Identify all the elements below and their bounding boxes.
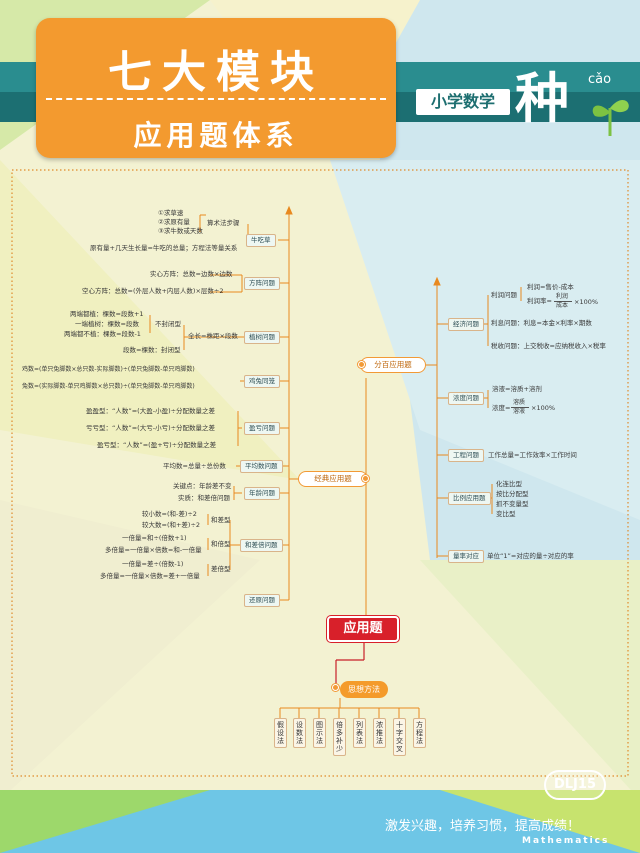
method-node[interactable]: 倍多补少: [333, 718, 346, 757]
detail-text: 利润: [556, 293, 569, 300]
detail-text: 多倍量=一倍量×倍数=差+一倍量: [100, 572, 200, 580]
detail-text: ×100%: [574, 298, 599, 306]
detail-text: 利润问题: [491, 291, 517, 299]
method-node[interactable]: 十字交叉: [393, 718, 406, 757]
detail-text: 差倍型: [211, 565, 231, 573]
corner-logo-text: DLJ15: [553, 777, 596, 792]
detail-text: 化连比型: [496, 480, 522, 488]
detail-text: 原有量+几天生长量=牛吃的总量；方程法等量关系: [90, 244, 238, 252]
header-card: 七大模块 应用题体系: [36, 18, 396, 158]
topic-node[interactable]: 鸡兔同笼: [244, 375, 280, 389]
topic-node[interactable]: 盈亏问题: [244, 422, 280, 436]
node-dot: [362, 475, 369, 482]
detail-text: 税收问题：上交税收=应纳税收入×税率: [491, 342, 606, 350]
detail-text: 鸡数=(单只兔脚数×总只数-实际脚数)÷(单只兔脚数-单只鸡脚数): [22, 366, 195, 373]
detail-text: 抓不变量型: [496, 500, 529, 508]
detail-text: 溶质: [513, 399, 526, 406]
topic-node[interactable]: 工程问题: [448, 449, 484, 463]
fraction-bar: [554, 301, 572, 302]
detail-text: 一端植树：棵数=段数: [75, 320, 139, 328]
left-root-label: 经典应用题: [314, 474, 352, 483]
method-node[interactable]: 设数法: [293, 718, 306, 749]
detail-text: 不封闭型: [155, 320, 181, 328]
topic-node[interactable]: 牛吃草: [246, 234, 276, 248]
detail-text: 浓度=: [492, 404, 511, 412]
detail-text: 利息问题：利息=本金×利率×期数: [491, 319, 592, 327]
logo-pinyin: cǎo: [588, 72, 612, 87]
topic-node[interactable]: 浓度问题: [448, 392, 484, 406]
page-title: 七大模块: [108, 47, 324, 98]
topic-node[interactable]: 量率对应: [448, 550, 484, 564]
detail-text: 成本: [556, 302, 569, 309]
method-node[interactable]: 方程法: [413, 718, 426, 749]
methods-root-node[interactable]: 思想方法: [340, 681, 388, 698]
detail-text: 实心方阵：总数=边数×边数: [150, 270, 233, 278]
detail-text: 实质：和差倍问题: [178, 494, 230, 502]
fraction-bar: [511, 407, 529, 408]
detail-text: 算术法步骤: [207, 219, 240, 227]
topic-node[interactable]: 经济问题: [448, 318, 484, 332]
center-node[interactable]: 应用题: [327, 616, 399, 642]
detail-text: 利润率=: [527, 297, 552, 305]
detail-text: 段数=棵数：封闭型: [123, 346, 181, 354]
detail-text: 空心方阵：总数=(外层人数+内层人数)×层数÷2: [82, 287, 224, 295]
grade-badge: 小学数学: [416, 89, 510, 115]
node-dot: [332, 684, 339, 691]
method-node[interactable]: 列表法: [353, 718, 366, 749]
title-divider: [46, 98, 386, 100]
detail-text: ①求草速: [158, 209, 184, 217]
detail-text: 盈盈型：“人数”=(大盈-小盈)÷分配数量之差: [86, 407, 216, 415]
detail-text: 变比型: [496, 510, 516, 518]
detail-text: 盈亏型：“人数”=(盈+亏)÷分配数量之差: [97, 441, 217, 449]
detail-text: 较大数=(和+差)÷2: [142, 521, 201, 529]
page-subtitle: 应用题体系: [133, 119, 299, 152]
topic-node[interactable]: 还原问题: [244, 594, 280, 608]
detail-text: 亏亏型：“人数”=(大亏-小亏)÷分配数量之差: [86, 424, 216, 432]
detail-text: 单位“1”=对应的量÷对应的率: [487, 552, 574, 560]
detail-text: ③求牛数或天数: [158, 227, 203, 235]
detail-text: ×100%: [531, 404, 556, 412]
topic-node[interactable]: 和差倍问题: [240, 539, 283, 553]
detail-text: 两端都不植：棵数=段数-1: [64, 330, 141, 338]
detail-text: 和倍型: [211, 540, 231, 548]
detail-text: 平均数=总量÷总份数: [163, 462, 226, 470]
detail-text: 溶液=溶质+溶剂: [492, 385, 542, 393]
method-node[interactable]: 假设法: [274, 718, 287, 749]
detail-text: 多倍量=一倍量×倍数=和-一倍量: [105, 546, 202, 554]
detail-text: 一倍量=和÷(倍数+1): [122, 534, 187, 542]
node-dot: [358, 361, 365, 368]
detail-text: 利润=售价-成本: [527, 283, 574, 291]
footer-label: Mathematics: [522, 836, 610, 846]
detail-text: ②求原有量: [158, 218, 190, 226]
topic-node[interactable]: 方阵问题: [244, 277, 280, 291]
detail-text: 溶液: [513, 408, 526, 415]
sprout-icon: [592, 100, 629, 136]
detail-text: 一倍量=差÷(倍数-1): [122, 560, 184, 568]
detail-text: 关键点：年龄差不变: [173, 482, 232, 490]
method-node[interactable]: 浓推法: [373, 718, 386, 749]
detail-text: 较小数=(和-差)÷2: [142, 510, 197, 518]
topic-node[interactable]: 比例应用题: [448, 492, 491, 506]
detail-text: 全长=株距×段数: [188, 332, 238, 340]
detail-text: 两端都植：棵数=段数+1: [70, 310, 144, 318]
topic-node[interactable]: 平均数问题: [240, 460, 283, 474]
right-root-label: 分百应用题: [374, 360, 412, 369]
logo-char: 种: [515, 67, 569, 130]
detail-text: 和差型: [211, 516, 231, 524]
detail-text: 兔数=(实际脚数-单只鸡脚数×总只数)÷(单只兔脚数-单只鸡脚数): [22, 383, 195, 390]
detail-text: 工作总量=工作效率×工作时间: [488, 451, 577, 459]
method-node[interactable]: 图示法: [313, 718, 326, 749]
footer-slogan: 激发兴趣，培养习惯，提高成绩！: [385, 819, 581, 834]
corner-logo: DLJ15: [544, 770, 606, 800]
right-root-node[interactable]: 分百应用题: [360, 357, 426, 373]
left-root-node[interactable]: 经典应用题: [298, 471, 368, 487]
topic-node[interactable]: 植树问题: [244, 331, 280, 345]
topic-node[interactable]: 年龄问题: [244, 487, 280, 501]
detail-text: 按比分配型: [496, 490, 529, 498]
